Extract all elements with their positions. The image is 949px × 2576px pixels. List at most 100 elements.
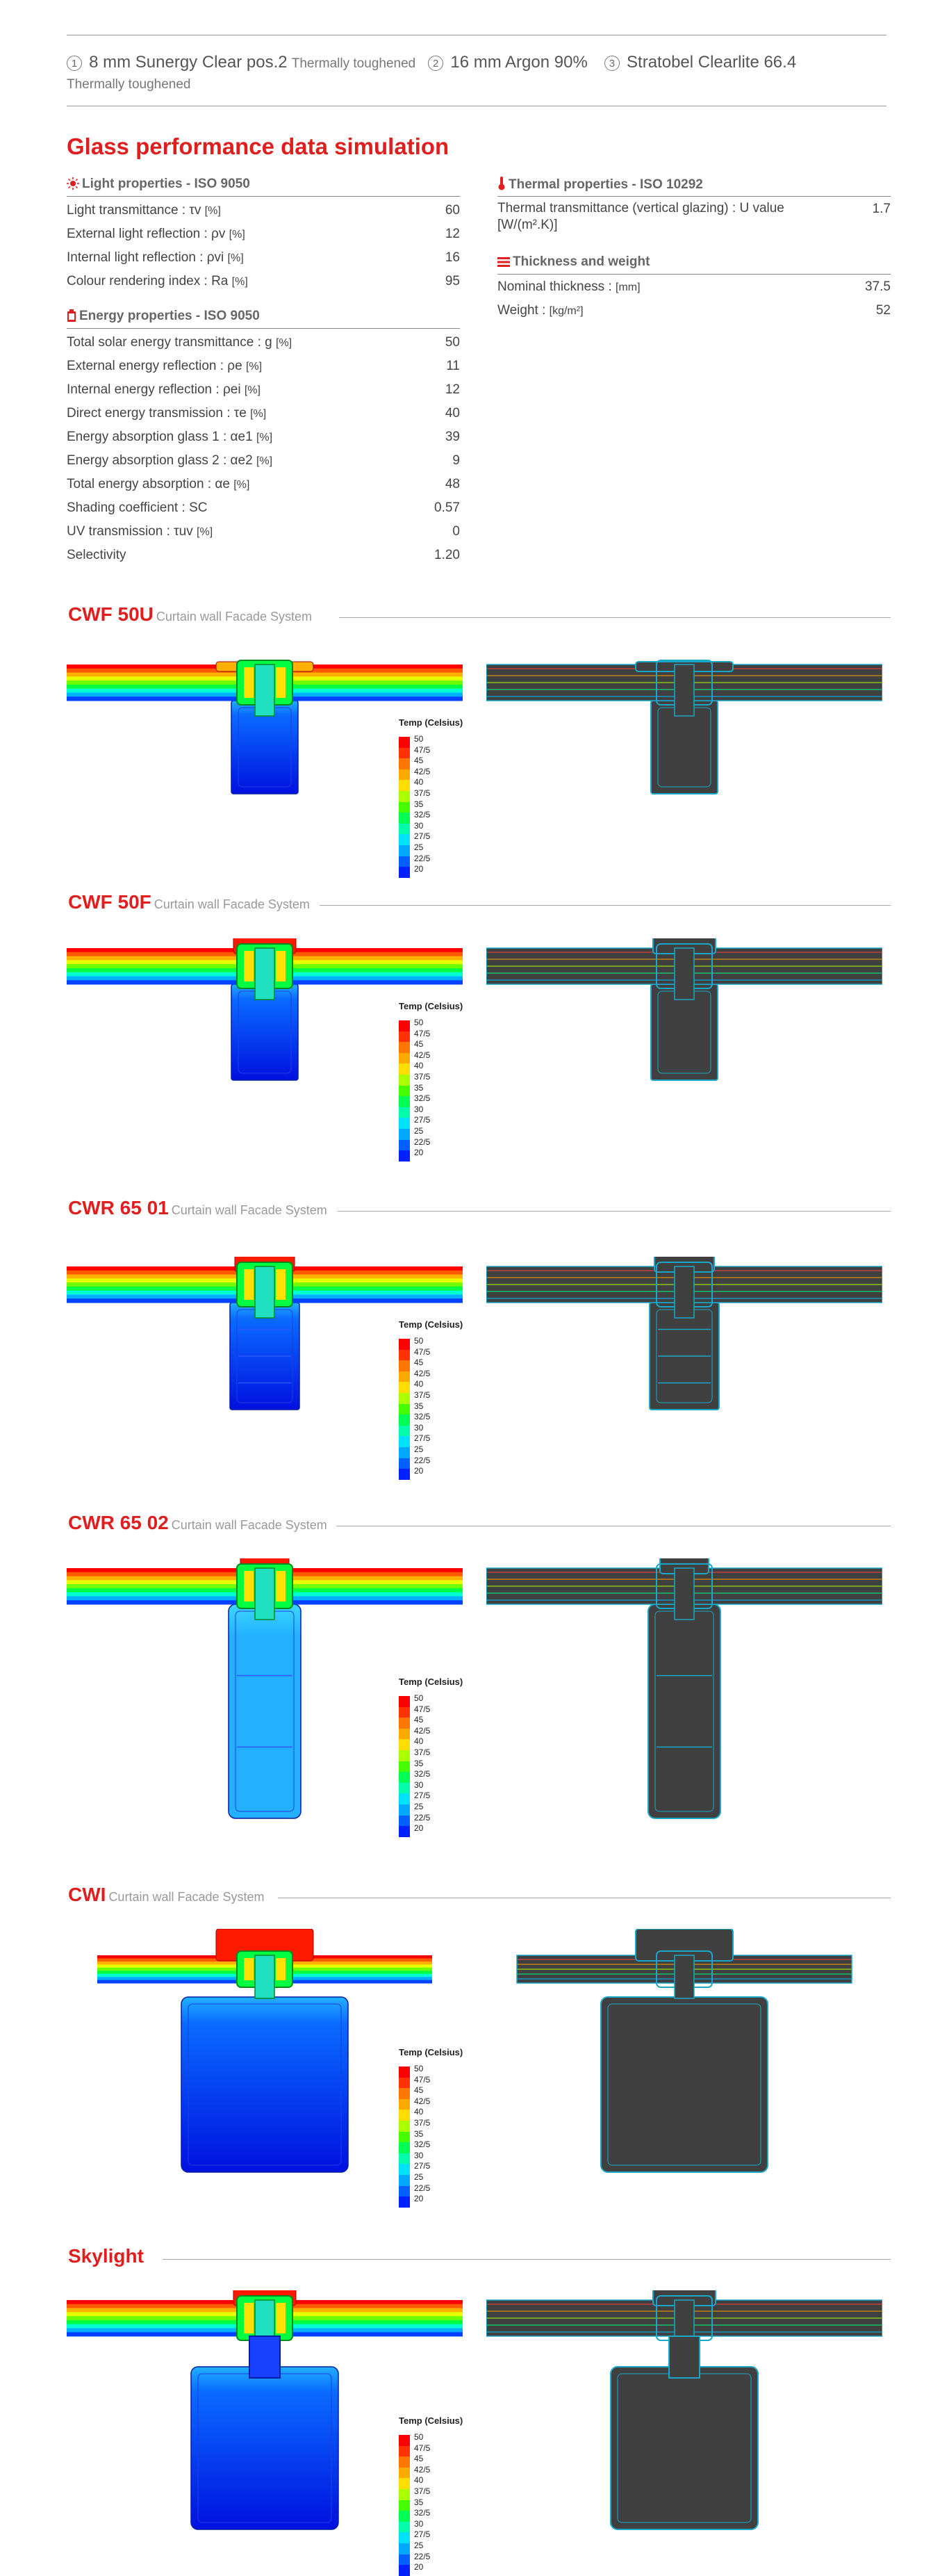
energy-heading: Energy properties - ISO 9050	[67, 309, 260, 324]
energy-9-unit: [%]	[197, 526, 213, 538]
light-1-row: Light transmittance : τv [%]60	[67, 202, 460, 220]
legend-label: 35	[414, 799, 424, 809]
light-4-unit: [%]	[231, 276, 248, 288]
energy-9-row: UV transmission : τuv [%]0	[67, 523, 460, 541]
legend-label: 25	[414, 842, 424, 852]
energy-2-label: External energy reflection :	[67, 359, 224, 373]
thickness-2-unit: [kg/m²]	[549, 305, 584, 317]
energy-6-unit: [%]	[256, 455, 273, 467]
legend-label: 50	[414, 1693, 424, 1703]
light-3-row: Internal light reflection : ρvi [%]16	[67, 249, 460, 267]
light-2-value: 12	[445, 227, 460, 241]
light-rule	[67, 196, 460, 197]
energy-1-unit: [%]	[276, 337, 292, 349]
legend-label: 20	[414, 1823, 424, 1834]
energy-10-value: 1.20	[434, 548, 460, 562]
light-1-symbol: τv	[189, 203, 201, 218]
energy-3-unit: [%]	[244, 384, 261, 396]
energy-6-label: Energy absorption glass 2 :	[67, 453, 227, 468]
system-name: CWR 65 02	[68, 1512, 169, 1533]
layers-icon	[497, 257, 510, 267]
energy-2-unit: [%]	[245, 361, 263, 373]
legend-label: 40	[414, 1061, 424, 1071]
spec-sub-3: Thermally toughened	[67, 77, 191, 92]
legend-label: 30	[414, 1104, 424, 1114]
legend-label: 37/5	[414, 1389, 431, 1400]
legend-label: 27/5	[414, 2161, 431, 2171]
page-title: Glass performance data simulation	[67, 133, 449, 159]
light-2-row: External light reflection : ρv [%]12	[67, 225, 460, 243]
system-name: Skylight	[68, 2245, 144, 2267]
legend-label: 20	[414, 864, 424, 874]
legend-label: 20	[414, 1466, 424, 1476]
legend-label: 22/5	[414, 2551, 431, 2561]
thermal-rule	[497, 196, 891, 197]
system-name: CWR 65 01	[68, 1197, 169, 1218]
energy-5-row: Energy absorption glass 1 : αe1 [%]39	[67, 428, 460, 446]
glass-spec: 1 8 mm Sunergy Clear pos.2 Thermally tou…	[67, 53, 886, 95]
system-name: CWF 50U	[68, 603, 154, 625]
legend-label: 25	[414, 1444, 424, 1454]
light-1-label: Light transmittance :	[67, 203, 186, 218]
legend-label: 37/5	[414, 1071, 431, 1082]
legend-label: 22/5	[414, 1136, 431, 1147]
legend-label: 42/5	[414, 1725, 431, 1736]
energy-10-label: Selectivity	[67, 548, 126, 562]
thickness-heading: Thickness and weight	[497, 254, 650, 270]
light-2-unit: [%]	[229, 229, 245, 241]
energy-3-label: Internal energy reflection :	[67, 382, 220, 397]
spec-number-1: 1	[67, 56, 82, 72]
thickness-1-unit: [mm]	[616, 282, 641, 293]
legend-title: Temp (Celsius)	[399, 1001, 463, 1011]
light-2-label: External light reflection :	[67, 227, 208, 241]
legend-label: 47/5	[414, 744, 431, 755]
light-1-value: 60	[445, 203, 460, 218]
legend-label: 27/5	[414, 1791, 431, 1801]
legend-label: 40	[414, 2475, 424, 2486]
legend-label: 20	[414, 2194, 424, 2204]
light-4-label: Colour rendering index :	[67, 274, 208, 288]
thickness-2-row: Weight : [kg/m²]52	[497, 302, 891, 320]
energy-7-symbol: αe	[215, 477, 230, 491]
energy-7-unit: [%]	[233, 479, 250, 491]
system-subtitle: Curtain wall Facade System	[171, 1518, 327, 1532]
thermal-row: Thermal transmittance (vertical glazing)…	[497, 200, 891, 236]
system-subtitle: Curtain wall Facade System	[156, 610, 312, 623]
legend-label: 50	[414, 1336, 424, 1346]
legend-label: 32/5	[414, 1412, 431, 1422]
system-subtitle: Curtain wall Facade System	[154, 897, 310, 911]
energy-5-label: Energy absorption glass 1 :	[67, 430, 227, 444]
energy-5-unit: [%]	[256, 432, 273, 443]
legend-label: 27/5	[414, 1115, 431, 1125]
energy-2-row: External energy reflection : ρe [%]11	[67, 357, 460, 375]
legend-label: 30	[414, 2150, 424, 2160]
energy-2-value: 11	[446, 359, 460, 373]
light-heading: Light properties - ISO 9050	[67, 177, 250, 192]
legend-label: 22/5	[414, 2183, 431, 2193]
legend-label: 35	[414, 2128, 424, 2139]
spec-sub-1: Thermally toughened	[291, 56, 416, 71]
energy-1-value: 50	[445, 335, 460, 350]
spec-main-1: 8 mm Sunergy Clear pos.2	[89, 53, 288, 72]
thermometer-icon	[498, 177, 505, 190]
legend-label: 45	[414, 2454, 424, 2464]
legend-label: 47/5	[414, 1028, 431, 1038]
energy-7-label: Total energy absorption :	[67, 477, 212, 491]
legend-label: 30	[414, 2518, 424, 2529]
energy-10-row: Selectivity 1.20	[67, 546, 460, 564]
energy-9-symbol: τuv	[174, 524, 193, 539]
energy-3-row: Internal energy reflection : ρei [%]12	[67, 381, 460, 399]
spec-main-3: Stratobel Clearlite 66.4	[627, 53, 797, 72]
energy-7-value: 48	[445, 477, 460, 491]
legend-label: 42/5	[414, 766, 431, 776]
energy-rule	[67, 328, 460, 329]
thermal-label: Thermal transmittance (vertical glazing)…	[497, 201, 784, 232]
